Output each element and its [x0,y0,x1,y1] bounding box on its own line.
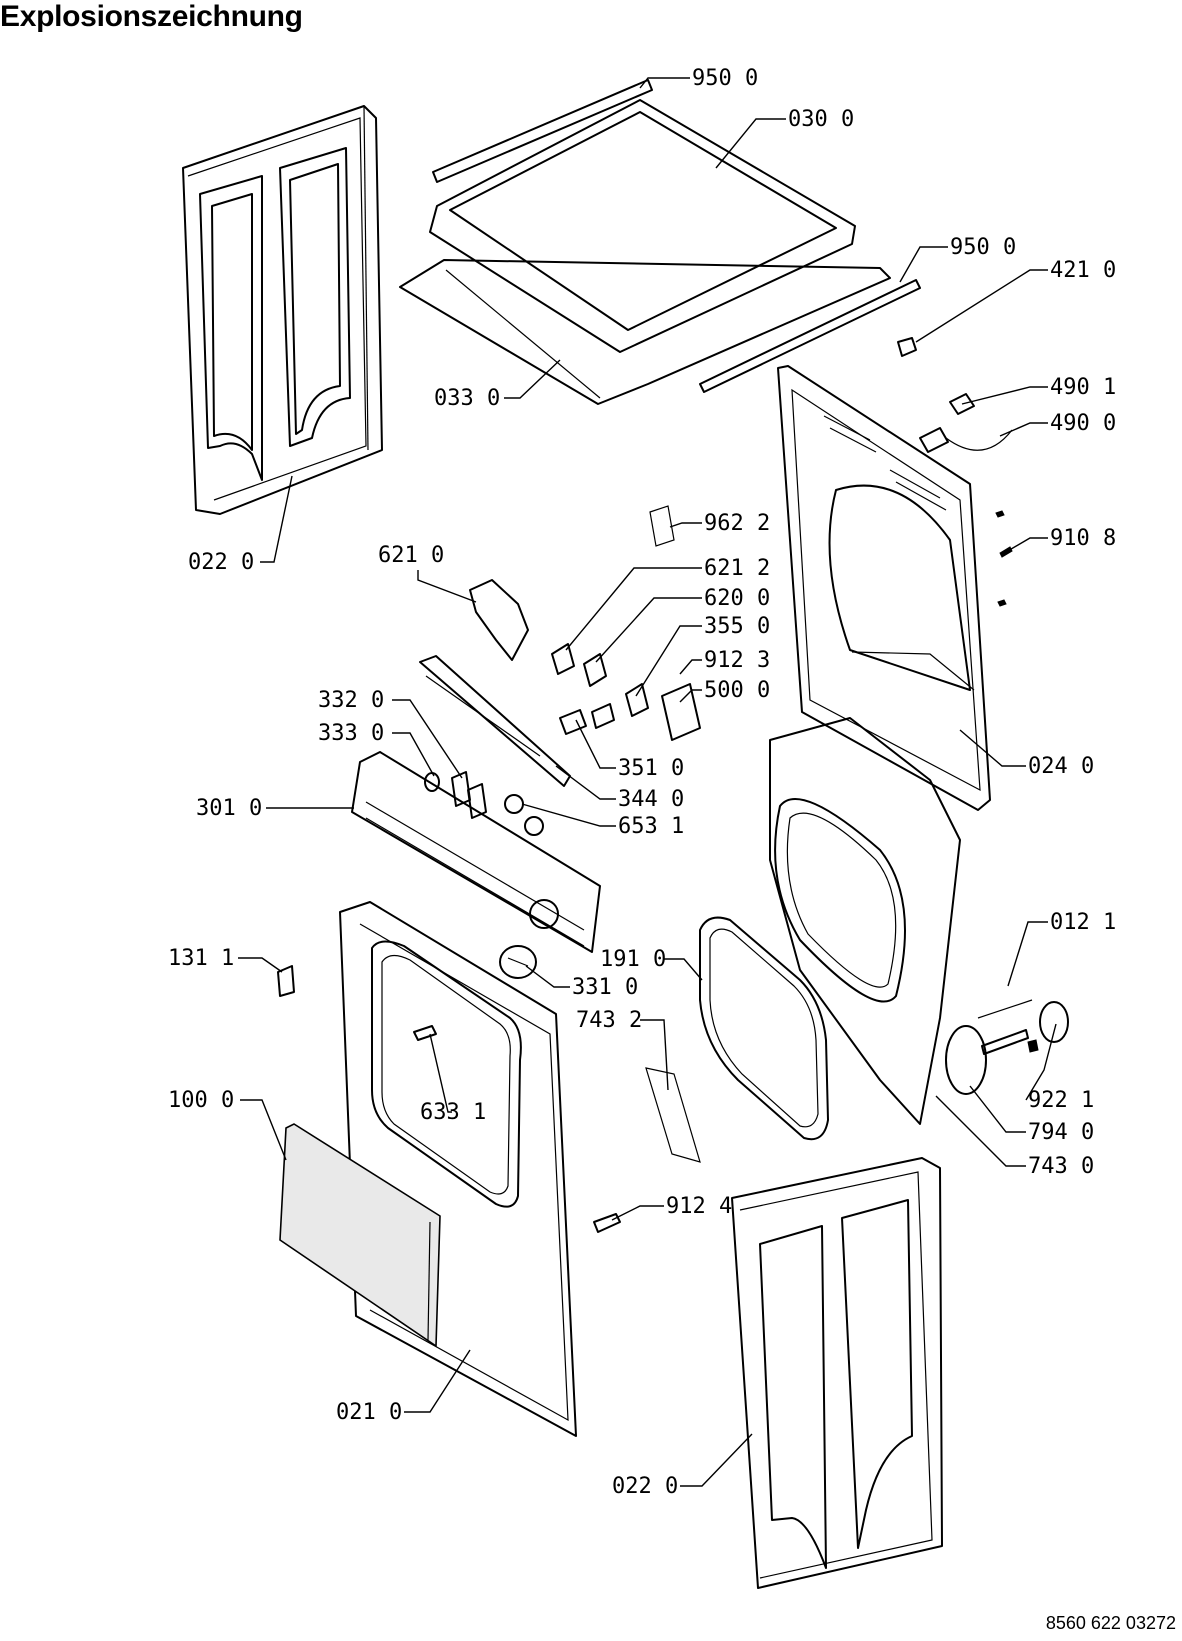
side-panel-left [182,105,383,515]
leader-lines [238,77,1057,1487]
callout-421: 421 0 [1050,258,1116,283]
callout-950-mid: 950 0 [950,235,1016,260]
callout-022-left: 022 0 [188,550,254,575]
callout-100: 100 0 [168,1088,234,1113]
callout-912-4: 912 4 [666,1194,732,1219]
side-panel-right [731,1157,943,1589]
callout-355: 355 0 [704,614,770,639]
callout-910: 910 8 [1050,526,1116,551]
callout-633: 633 1 [420,1100,486,1125]
callout-922: 922 1 [1028,1088,1094,1113]
filter-insert [645,1067,701,1163]
callout-012: 012 1 [1050,910,1116,935]
callout-030: 030 0 [788,107,854,132]
callout-332: 332 0 [318,688,384,713]
callout-191: 191 0 [600,947,666,972]
diagram-title: Explosionszeichnung [0,0,303,33]
callout-962: 962 2 [704,511,770,536]
front-panel [339,901,577,1437]
callout-743-0: 743 0 [1028,1154,1094,1179]
door [279,1123,441,1348]
callout-500: 500 0 [704,678,770,703]
callout-331: 331 0 [572,975,638,1000]
callout-620: 620 0 [704,586,770,611]
power-cord [919,393,1013,453]
callout-794: 794 0 [1028,1120,1094,1145]
callout-024: 024 0 [1028,754,1094,779]
screws-910 [995,510,1013,607]
door-seal [699,916,829,1141]
door-latch [277,965,295,997]
callout-301: 301 0 [196,796,262,821]
control-panel [351,751,601,953]
callout-131: 131 1 [168,946,234,971]
callout-621-2: 621 2 [704,556,770,581]
callout-033: 033 0 [434,386,500,411]
callout-labels: 950 0 030 0 950 0 421 0 490 1 490 0 033 … [168,66,1116,1499]
document-number: 8560 622 03272 [1045,1613,1176,1633]
selector-knob [499,945,537,979]
callout-743-2: 743 2 [576,1008,642,1033]
callout-022-right: 022 0 [612,1474,678,1499]
callout-344: 344 0 [618,787,684,812]
label-sticker [649,505,675,547]
blower-assembly [945,999,1069,1095]
callout-333: 333 0 [318,721,384,746]
screw-912-4 [593,1213,621,1233]
callout-950-top: 950 0 [692,66,758,91]
callout-653: 653 1 [618,814,684,839]
callout-912-3: 912 3 [704,648,770,673]
callout-490-1: 490 1 [1050,375,1116,400]
drum-housing [769,717,961,1125]
top-cover [399,79,921,405]
connector-block [897,337,917,357]
callout-021: 021 0 [336,1400,402,1425]
callout-351: 351 0 [618,756,684,781]
back-panel [777,365,991,811]
callout-490-0: 490 0 [1050,411,1116,436]
callout-621-0: 621 0 [378,543,444,568]
